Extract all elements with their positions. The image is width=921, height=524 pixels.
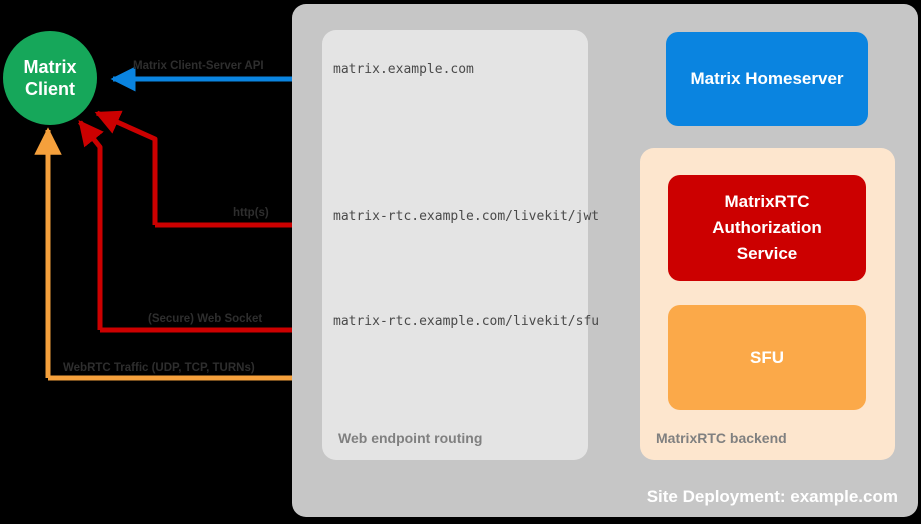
node-matrix-client-label-line2: Client [24,79,75,99]
web-endpoint-routing-label: Web endpoint routing [338,430,483,446]
auth-service-line3: Service [736,244,798,263]
node-matrix-homeserver[interactable]: Matrix Homeserver [666,32,868,126]
matrixrtc-backend-label: MatrixRTC backend [656,430,787,446]
edge-websocket-return [78,120,104,330]
node-matrix-client-label-line1: Matrix [23,57,77,77]
web-endpoint-routing-group: Web endpoint routing [322,30,588,460]
node-matrix-client-label: Matrix Client [3,31,97,125]
edge-livekit-jwt-return [94,110,158,225]
node-matrixrtc-authorization-service-label: MatrixRTC Authorization Service [712,189,822,267]
node-sfu-label: SFU [750,347,784,367]
auth-service-line1: MatrixRTC [724,192,810,211]
node-sfu[interactable]: SFU [668,305,866,410]
auth-service-line2: Authorization [712,218,822,237]
site-deployment-label: Site Deployment: example.com [646,487,898,506]
node-matrix-client[interactable]: Matrix Client [3,31,97,125]
node-matrixrtc-authorization-service[interactable]: MatrixRTC Authorization Service [668,175,866,281]
node-matrix-homeserver-label: Matrix Homeserver [690,69,844,88]
